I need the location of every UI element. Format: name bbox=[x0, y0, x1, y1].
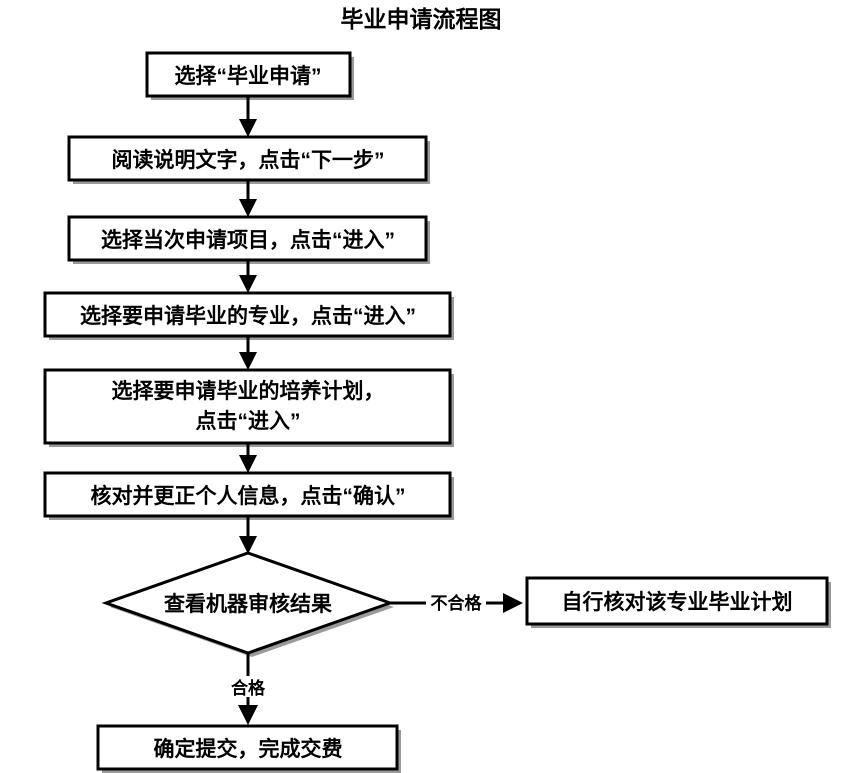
edge-n3-to-n4 bbox=[239, 260, 257, 293]
node-label: 核对并更正个人信息，点击“确认” bbox=[91, 484, 406, 508]
edge-n5-to-n6 bbox=[239, 443, 257, 473]
edge-n7-to-n9: 合格 bbox=[231, 653, 266, 725]
edge-label-pass: 合格 bbox=[231, 678, 266, 698]
node-select-graduation-application[interactable]: 选择“毕业申请” bbox=[145, 51, 354, 100]
node-label: 自行核对该专业毕业计划 bbox=[562, 590, 793, 614]
page-title: 毕业申请流程图 bbox=[341, 6, 502, 32]
node-label-line-2: 点击“进入” bbox=[196, 409, 301, 433]
node-label: 查看机器审核结果 bbox=[164, 592, 332, 616]
node-read-instructions-next[interactable]: 阅读说明文字，点击“下一步” bbox=[67, 135, 430, 184]
node-self-check-graduation-plan[interactable]: 自行核对该专业毕业计划 bbox=[525, 576, 831, 628]
node-review-machine-audit-result[interactable]: 查看机器审核结果 bbox=[101, 551, 395, 657]
node-verify-personal-info-confirm[interactable]: 核对并更正个人信息，点击“确认” bbox=[43, 471, 454, 520]
edge-n2-to-n3 bbox=[239, 180, 257, 217]
node-select-training-plan-enter[interactable]: 选择要申请毕业的培养计划， 点击“进入” bbox=[43, 368, 454, 447]
edge-n4-to-n5 bbox=[239, 336, 257, 370]
node-label: 选择要申请毕业的专业，点击“进入” bbox=[80, 304, 416, 328]
edge-n7-to-n8: 不合格 bbox=[390, 593, 523, 613]
node-label: 阅读说明文字，点击“下一步” bbox=[112, 148, 385, 172]
edge-n1-to-n2 bbox=[239, 96, 257, 137]
node-label: 选择“毕业申请” bbox=[175, 64, 322, 88]
node-select-application-item-enter[interactable]: 选择当次申请项目，点击“进入” bbox=[67, 215, 430, 264]
node-label-line-1: 选择要申请毕业的培养计划， bbox=[112, 379, 385, 403]
node-label: 选择当次申请项目，点击“进入” bbox=[101, 228, 395, 252]
edge-label-fail: 不合格 bbox=[431, 593, 483, 613]
node-label: 确定提交，完成交费 bbox=[154, 737, 343, 761]
edge-n6-to-n7 bbox=[239, 516, 257, 554]
node-select-major-enter[interactable]: 选择要申请毕业的专业，点击“进入” bbox=[43, 291, 454, 340]
node-submit-and-pay[interactable]: 确定提交，完成交费 bbox=[96, 724, 401, 773]
